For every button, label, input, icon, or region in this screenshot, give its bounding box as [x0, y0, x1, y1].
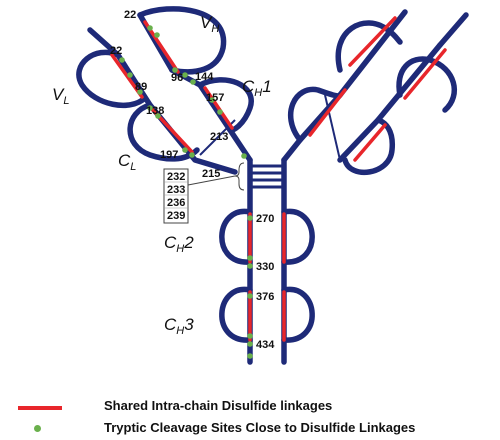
residue-ch3-bottom: 434: [256, 339, 275, 351]
residue-ch1-bottom: 213: [210, 131, 228, 143]
residue-cl-top: 138: [146, 105, 164, 117]
residue-hinge-4: 239: [167, 210, 185, 222]
residue-ch2-top: 270: [256, 213, 274, 225]
cleavage-dot: [182, 147, 188, 153]
residue-vl-bottom: 89: [135, 81, 147, 93]
right-ch1-loop: [287, 86, 343, 143]
domain-label-vh: VH: [200, 13, 219, 35]
domain-main: V: [200, 13, 213, 32]
hinge-residue-box: [163, 168, 189, 224]
legend-red-line: [18, 406, 62, 410]
ch1-domain-loop: [197, 77, 254, 133]
cleavage-dot: [189, 152, 195, 158]
domain-label-ch2: CH2: [164, 233, 194, 255]
domain-label-vl: VL: [52, 85, 69, 107]
cleavage-dot: [182, 72, 188, 78]
cl-domain-loop: [127, 102, 200, 162]
legend-disulfide-label: Shared Intra-chain Disulfide linkages: [104, 398, 333, 413]
domain-sub: H: [176, 325, 184, 337]
legend-green-dot: [34, 425, 41, 432]
domain-main: V: [52, 85, 65, 104]
intrachain-disulfides: [110, 16, 447, 342]
legend-disulfide: Shared Intra-chain Disulfide linkages: [18, 398, 488, 416]
domain-label-ch3: CH3: [164, 315, 194, 337]
cleavage-dot: [217, 109, 223, 115]
domain-label-ch1: CH1: [242, 77, 272, 99]
domain-suffix: 2: [183, 233, 194, 252]
left-ch2-loop: [219, 208, 253, 265]
residue-lc-end: 215: [202, 168, 220, 180]
residue-ch2-bottom: 330: [256, 261, 274, 273]
domain-main: C: [242, 77, 255, 96]
hinge-disulfide-ladder: [250, 164, 284, 189]
residue-ch3-top: 376: [256, 291, 274, 303]
cleavage-dot: [137, 89, 143, 95]
residue-hinge-2: 233: [167, 184, 185, 196]
domain-sub: H: [176, 243, 184, 255]
cleavage-dot: [209, 97, 215, 103]
residue-ch1-top-b: 157: [206, 92, 224, 104]
cleavage-dot: [127, 72, 133, 78]
ch1-disulfide: [203, 86, 234, 130]
cleavage-dot: [247, 215, 253, 221]
domain-main: C: [164, 233, 177, 252]
residue-ch1-top-a: 144: [195, 71, 214, 83]
cleavage-dot: [247, 263, 253, 269]
right-ch3-loop: [281, 286, 315, 343]
cleavage-dot: [147, 25, 153, 31]
residue-hinge-3: 236: [167, 197, 185, 209]
cleavage-dot: [172, 67, 178, 73]
cleavage-dot: [247, 255, 253, 261]
vh-domain-loop: [137, 6, 227, 75]
domain-main: C: [164, 315, 177, 334]
residue-vl-top: 22: [110, 45, 122, 57]
right-vl-disulfide: [403, 48, 447, 100]
cleavage-dot: [190, 79, 196, 85]
right-ch2-loop: [281, 208, 315, 265]
legend-cleavage-label: Tryptic Cleavage Sites Close to Disulfid…: [104, 420, 416, 435]
domain-suffix: 1: [262, 77, 271, 96]
hinge-pointer: [187, 175, 236, 186]
residue-hinge-1: 232: [167, 171, 185, 183]
residue-vh-bottom: 96: [171, 72, 183, 84]
domain-sub: L: [130, 161, 136, 173]
cleavage-sites: [119, 25, 253, 359]
cleavage-dot: [247, 333, 253, 339]
antibody-chains: [76, 6, 469, 365]
cleavage-dot: [154, 32, 160, 38]
domain-main: C: [118, 151, 131, 170]
right-ch1-disulfide: [308, 88, 347, 137]
residue-cl-bottom: 197: [160, 149, 178, 161]
right-cl-disulfide: [353, 123, 387, 162]
right-vl-tail: [437, 12, 469, 48]
domain-label-cl: CL: [118, 151, 136, 173]
cleavage-dot: [247, 341, 253, 347]
cleavage-dot: [119, 57, 125, 63]
right-vh-disulfide: [348, 16, 397, 67]
domain-suffix: 3: [184, 315, 194, 334]
cleavage-dot: [155, 113, 161, 119]
interchain-bonds: [199, 94, 341, 161]
left-ch3-loop: [219, 286, 253, 343]
cleavage-dot: [247, 293, 253, 299]
hinge-bracket: [234, 162, 245, 191]
domain-sub: H: [254, 87, 262, 99]
cleavage-dot: [147, 105, 153, 111]
legend-cleavage: Tryptic Cleavage Sites Close to Disulfid…: [18, 420, 488, 438]
cleavage-dot: [241, 153, 247, 159]
right-vl-loop: [396, 56, 457, 113]
right-lc-hc-bond: [324, 94, 341, 161]
vl-disulfide: [110, 53, 144, 99]
residue-vh-top: 22: [124, 9, 136, 21]
domain-sub: L: [63, 95, 69, 107]
vl-domain-loop: [76, 27, 148, 109]
right-heavy-backbone: [281, 9, 408, 163]
domain-sub: H: [211, 23, 219, 35]
cleavage-dot: [247, 353, 253, 359]
